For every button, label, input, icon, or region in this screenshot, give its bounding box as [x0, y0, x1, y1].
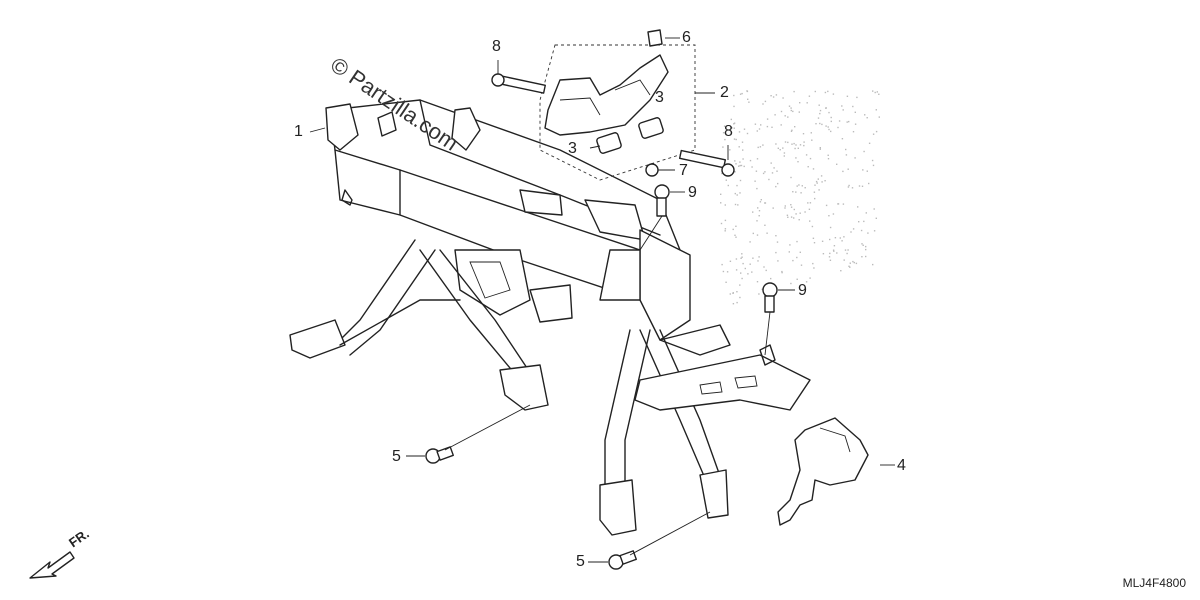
background-stipple	[720, 90, 880, 305]
callout-4[interactable]: 4	[897, 457, 906, 474]
bracket-assembly-part[interactable]	[544, 54, 669, 154]
callout-7[interactable]: 7	[679, 162, 688, 179]
assembly-boundary	[539, 44, 696, 181]
bolt-5-left[interactable]	[425, 446, 454, 464]
callout-6[interactable]: 6	[682, 29, 691, 46]
front-arrow-icon	[29, 551, 75, 579]
callout-3a[interactable]: 3	[655, 89, 664, 106]
callout-5a[interactable]: 5	[392, 448, 401, 465]
callout-2[interactable]: 2	[720, 84, 729, 101]
callout-3b[interactable]: 3	[568, 140, 577, 157]
cover-plate-part[interactable]	[777, 417, 869, 526]
leader-lines	[309, 37, 895, 563]
callout-1[interactable]: 1	[294, 123, 303, 140]
callout-9a[interactable]: 9	[688, 184, 697, 201]
bolt-9-upper[interactable]	[654, 184, 670, 217]
bolt-8-lower[interactable]	[678, 149, 735, 177]
bolt-9-right[interactable]	[762, 282, 778, 313]
diagram-code: MLJ4F4800	[1122, 576, 1186, 590]
bolt-8-upper[interactable]	[491, 73, 546, 94]
callout-8a[interactable]: 8	[492, 38, 501, 55]
clip-nut-6[interactable]	[647, 29, 663, 47]
main-frame-part[interactable]	[289, 99, 811, 536]
nut-7[interactable]	[645, 163, 659, 177]
callout-5b[interactable]: 5	[576, 553, 585, 570]
callout-9b[interactable]: 9	[798, 282, 807, 299]
callout-8b[interactable]: 8	[724, 123, 733, 140]
